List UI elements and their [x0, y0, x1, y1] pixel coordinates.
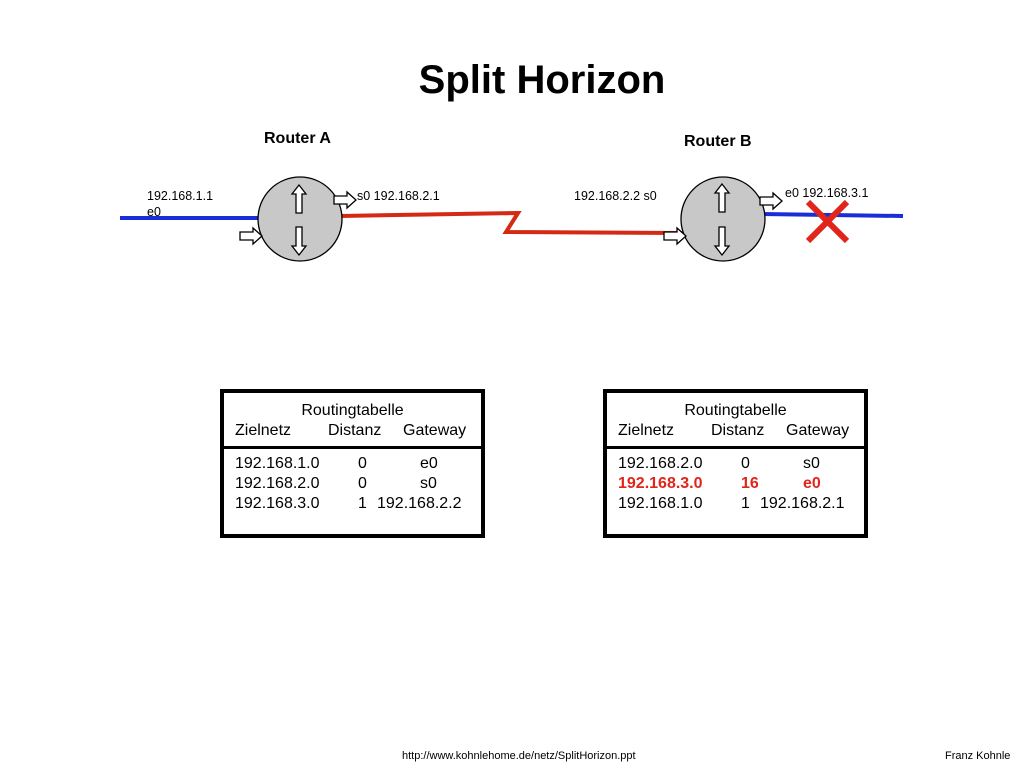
e0-arrow-icon: [239, 227, 263, 245]
table-cell-highlighted: 192.168.3.0: [618, 475, 703, 492]
table-cell: 1: [741, 495, 750, 512]
table-caption: Routingtabelle: [684, 402, 787, 419]
table-cell: s0: [803, 455, 820, 472]
page-title: Split Horizon: [418, 58, 666, 102]
column-header: Zielnetz: [235, 422, 292, 439]
footer-url: http://www.kohnlehome.de/netz/SplitHoriz…: [402, 750, 636, 762]
router-icon: [680, 176, 766, 262]
router-a-s0-label: s0 192.168.2.1: [357, 189, 440, 203]
red-x-icon: [805, 199, 850, 244]
table-cell: 0: [741, 455, 750, 472]
router-a-e0-ip: 192.168.1.1: [147, 189, 214, 203]
table-cell: 0: [358, 455, 367, 472]
table-cell: 192.168.3.0: [235, 495, 320, 512]
table-cell: 192.168.2.0: [235, 475, 320, 492]
router-icon: [257, 176, 343, 262]
serial-link: [339, 210, 683, 235]
table-cell: s0: [420, 475, 437, 492]
table-cell: 0: [358, 475, 367, 492]
column-header: Gateway: [403, 422, 467, 439]
routing-table-a: Routingtabelle Zielnetz Distanz Gateway …: [220, 389, 485, 538]
table-cell: 192.168.2.0: [618, 455, 703, 472]
header-divider: [607, 446, 864, 449]
header-divider: [224, 446, 481, 449]
router-b-label: Router B: [684, 133, 752, 150]
column-header: Gateway: [786, 422, 850, 439]
router-b-s0-label: 192.168.2.2 s0: [574, 189, 657, 203]
table-cell-highlighted: 16: [741, 475, 759, 492]
column-header: Distanz: [328, 422, 382, 439]
footer-author: Franz Kohnle: [945, 750, 1011, 762]
routing-table-b: Routingtabelle Zielnetz Distanz Gateway …: [603, 389, 868, 538]
router-a-e0-label: e0: [147, 205, 161, 219]
router-a-label: Router A: [264, 130, 331, 147]
column-header: Zielnetz: [618, 422, 675, 439]
column-header: Distanz: [711, 422, 765, 439]
table-cell-highlighted: e0: [803, 475, 821, 492]
table-cell: 192.168.1.0: [618, 495, 703, 512]
table-cell: 192.168.2.1: [760, 495, 845, 512]
table-cell: 192.168.1.0: [235, 455, 320, 472]
table-cell: 1: [358, 495, 367, 512]
table-cell: 192.168.2.2: [377, 495, 462, 512]
router-b-e0-label: e0 192.168.3.1: [785, 186, 869, 200]
table-caption: Routingtabelle: [301, 402, 404, 419]
table-cell: e0: [420, 455, 438, 472]
